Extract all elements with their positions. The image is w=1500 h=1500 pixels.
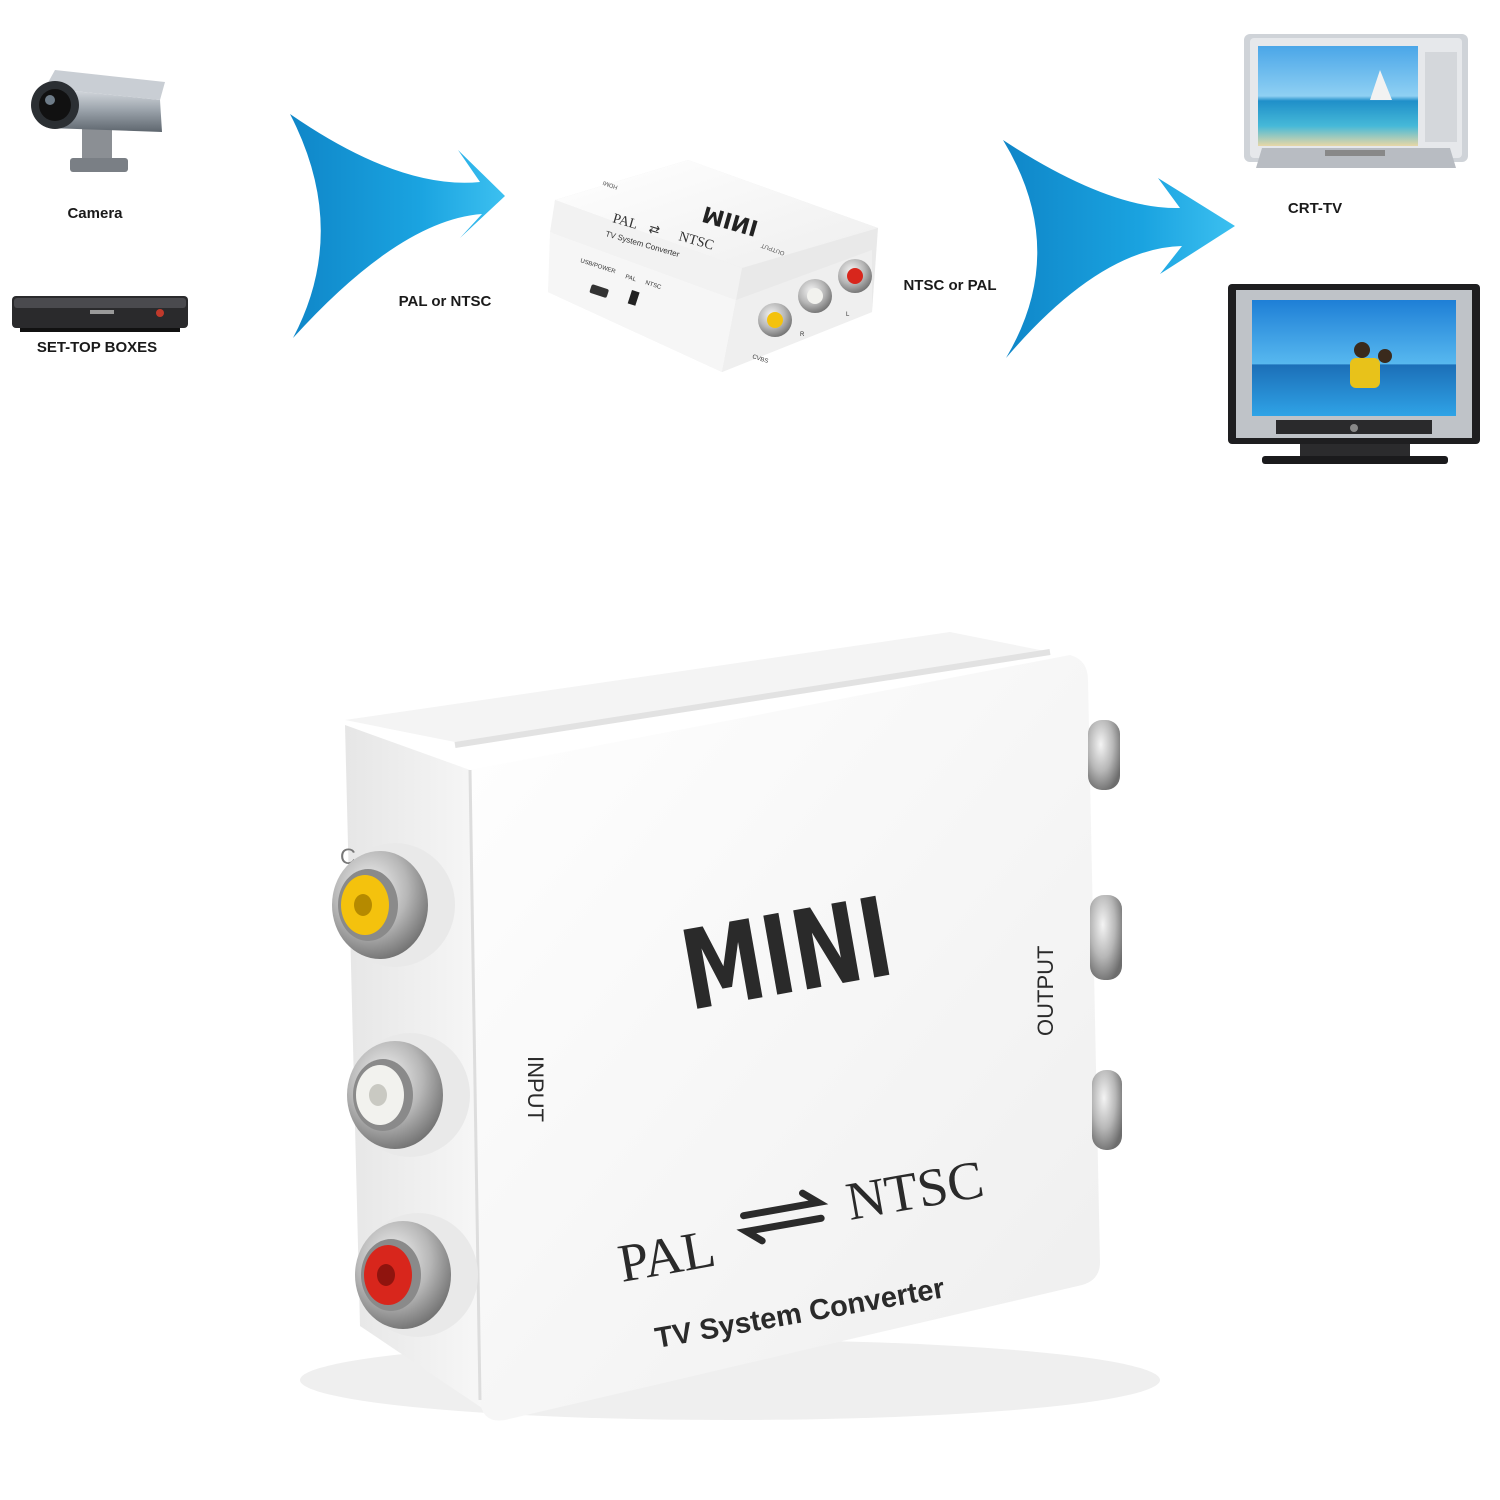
- large-output-label: OUTPUT: [1033, 946, 1058, 1036]
- small-rca-yellow: [758, 303, 792, 337]
- input-signal-label: PAL or NTSC: [399, 293, 492, 310]
- small-switch-ntsc: NTSC: [644, 280, 662, 291]
- small-rca-white: [798, 279, 832, 313]
- input-rca-white: [347, 1033, 470, 1157]
- output-signal-label: NTSC or PAL: [903, 277, 996, 294]
- small-pal: PAL: [611, 211, 639, 232]
- lcd-tv-icon: [1228, 284, 1480, 464]
- swap-arrows-icon: [736, 1189, 829, 1245]
- input-rca-yellow: [332, 843, 455, 967]
- small-l: L: [846, 312, 850, 318]
- small-switch: [627, 290, 640, 306]
- camera-label: Camera: [67, 205, 123, 222]
- output-rca-top: [1088, 720, 1120, 790]
- small-hdmi-label: HDMI: [602, 179, 619, 190]
- small-cvbs: CVBS: [751, 354, 768, 365]
- crt-tv-label: CRT-TV: [1288, 200, 1342, 217]
- camera-icon: [31, 70, 165, 172]
- small-usb-port: [589, 284, 609, 298]
- small-swap-arrows: ⇄: [647, 220, 662, 237]
- large-input-label: INPUT: [523, 1056, 548, 1122]
- settop-box-icon: [12, 296, 188, 332]
- large-converter: MINI PAL NTSC TV System Converter INPUT …: [300, 632, 1160, 1421]
- small-switch-pal: PAL: [624, 274, 637, 283]
- small-rca-red: [838, 259, 872, 293]
- input-rca-red: [355, 1213, 478, 1337]
- output-rca-bottom: [1092, 1070, 1122, 1150]
- crt-tv-icon: [1244, 34, 1468, 168]
- small-r: R: [800, 332, 805, 338]
- output-rca-middle: [1090, 895, 1122, 980]
- settop-box-label: SET-TOP BOXES: [37, 339, 157, 356]
- flow-arrow-icon: [1003, 140, 1235, 358]
- flow-arrow-icon: [290, 114, 505, 338]
- small-converter: MINI PAL ⇄ NTSC TV System Converter HDMI…: [548, 160, 878, 372]
